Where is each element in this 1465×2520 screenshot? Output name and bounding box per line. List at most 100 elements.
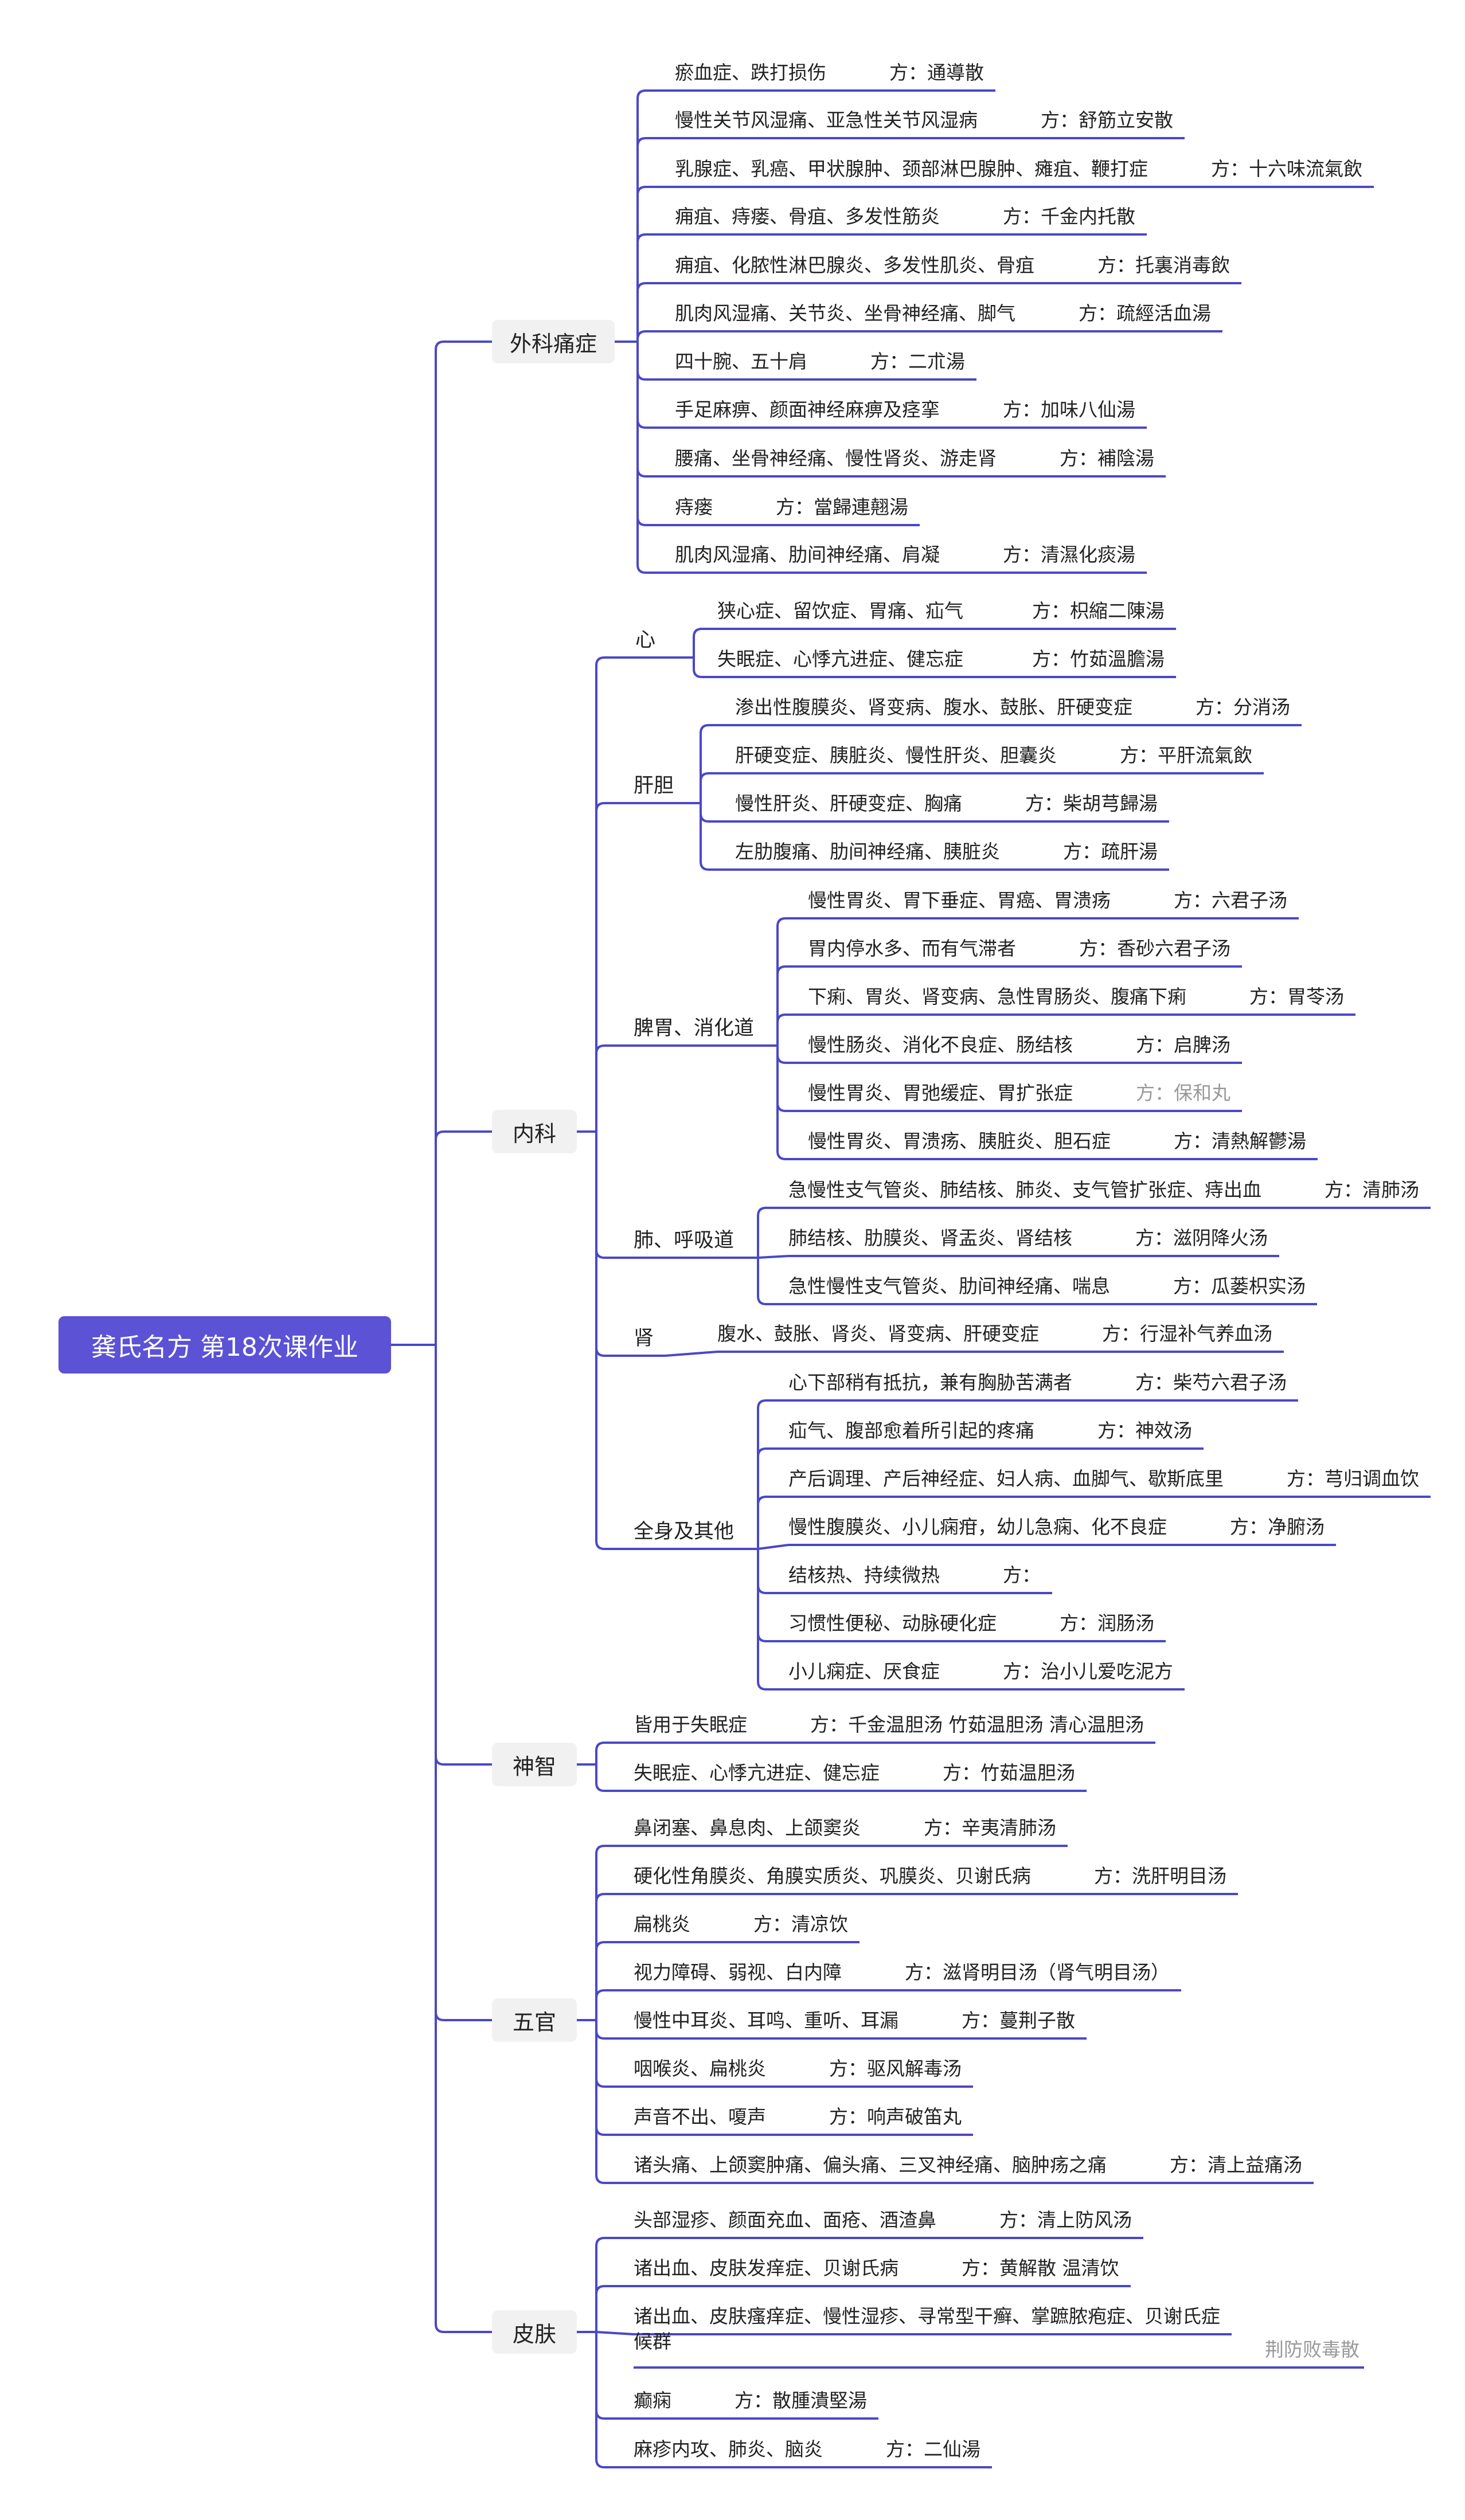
sub-kidney-direct <box>665 1351 718 1357</box>
leaf-heart-1[interactable]: 狭心症、留饮症、胃痛、疝气 方：枳縮二陳湯 <box>717 598 1165 624</box>
leaf-formula: 方：舒筋立安散 <box>1041 109 1173 131</box>
leaf-formula: 方：六君子汤 <box>1174 889 1287 911</box>
leaf-condition: 肌肉风湿痛、肋间神经痛、肩凝 <box>675 543 940 566</box>
leaf-condition: 结核热、持续微热 <box>788 1564 940 1586</box>
leaf-surgical-8[interactable]: 手足麻痹、颜面神经麻痹及痉挛方：加味八仙湯 <box>675 397 1135 423</box>
category-internal[interactable]: 内科 <box>492 1110 577 1153</box>
leaf-surgical-10[interactable]: 痔瘘方：當歸連翹湯 <box>675 494 908 521</box>
sub-kidney[interactable]: 肾 <box>634 1327 654 1350</box>
leaf-general-6[interactable]: 习惯性便秘、动脉硬化症方：润肠汤 <box>788 1610 1154 1637</box>
leaf-condition: 狭心症、留饮症、胃痛、疝气 <box>717 600 963 622</box>
root-link-0 <box>435 341 492 1345</box>
leaf-senses-7[interactable]: 声音不出、嗄声方：响声破笛丸 <box>634 2104 962 2130</box>
leaf-formula: 方：竹茹温胆汤 <box>943 1762 1075 1784</box>
leaf-lung-2[interactable]: 肺结核、肋膜炎、肾盂炎、肾结核方：滋阴降火汤 <box>788 1225 1268 1251</box>
leaf-skin-4[interactable]: 癫痫方：散腫潰堅湯 <box>634 2388 867 2414</box>
leaf-general-4[interactable]: 慢性腹膜炎、小儿痫疳，幼儿急痫、化不良症方：净腑汤 <box>788 1514 1325 1540</box>
leaf-senses-4[interactable]: 视力障碍、弱视、白内障方：滋肾明目汤（肾气明目汤） <box>634 1959 1170 1986</box>
sub-spleen-stomach[interactable]: 脾胃、消化道 <box>634 1017 755 1040</box>
leaf-formula: 方：托裏消毒飲 <box>1097 254 1230 276</box>
leaf-liver-2[interactable]: 肝硬变症、胰脏炎、慢性肝炎、胆囊炎方：平肝流氣飲 <box>735 742 1252 769</box>
leaf-skin-3[interactable]: 诸出血、皮肤瘙痒症、慢性湿疹、寻常型干癣、掌蹠脓疱症、贝谢氏症 <box>634 2303 1220 2330</box>
leaf-skin-1[interactable]: 头部湿疹、颜面充血、面疮、酒渣鼻方：清上防风汤 <box>634 2207 1132 2233</box>
leaf-formula: 方：竹茹溫膽湯 <box>1032 648 1165 670</box>
leaf-formula: 方：加味八仙湯 <box>1003 398 1135 421</box>
leaf-condition: 诸头痛、上颌窦肿痛、偏头痛、三叉神经痛、脑肿疡之痛 <box>634 2154 1107 2176</box>
leaf-surgical-11[interactable]: 肌肉风湿痛、肋间神经痛、肩凝 方：清濕化痰湯 <box>675 542 1135 568</box>
surgical-link-3 <box>636 233 675 342</box>
internal-link-2 <box>595 1044 634 1132</box>
leaf-kidney-1[interactable]: 腹水、鼓胀、肾炎、肾变病、肝硬变症方：行湿补气养血汤 <box>717 1321 1272 1347</box>
leaf-surgical-7[interactable]: 四十腕、五十肩方：二朮湯 <box>675 349 965 375</box>
sub-spleen-stomach-link-5 <box>776 1046 808 1160</box>
leaf-stomach-4[interactable]: 慢性肠炎、消化不良症、肠结核方：启脾汤 <box>808 1032 1230 1058</box>
sub-general-link-2 <box>757 1496 788 1549</box>
sub-heart[interactable]: 心 <box>635 629 656 652</box>
leaf-surgical-1[interactable]: 瘀血症、跌打损伤方：通導散 <box>675 60 984 86</box>
leaf-surgical-6[interactable]: 肌肉风湿痛、关节炎、坐骨神经痛、脚气方：疏經活血湯 <box>675 300 1211 327</box>
category-mind[interactable]: 神智 <box>492 1743 577 1786</box>
leaf-lung-3[interactable]: 急性慢性支气管炎、肋间神经痛、喘息方：瓜蒌枳实汤 <box>788 1273 1306 1300</box>
leaf-lung-1[interactable]: 急慢性支气管炎、肺结核、肺炎、支气管扩张症、痔出血方：清肺汤 <box>788 1177 1419 1203</box>
leaf-surgical-2[interactable]: 慢性关节风湿痛、亚急性关节风湿病方：舒筋立安散 <box>675 107 1173 134</box>
category-skin[interactable]: 皮肤 <box>492 2310 577 2354</box>
leaf-stomach-1[interactable]: 慢性胃炎、胃下垂症、胃癌、胃溃疡方：六君子汤 <box>808 887 1287 914</box>
sub-lung[interactable]: 肺、呼吸道 <box>634 1229 735 1252</box>
leaf-general-7[interactable]: 小儿痫症、厌食症方：治小儿爱吃泥方 <box>788 1658 1173 1685</box>
leaf-general-3[interactable]: 产后调理、产后神经症、妇人病、血脚气、歇斯底里方：芎归调血饮 <box>788 1466 1419 1492</box>
leaf-mind-1[interactable]: 皆用于失眠症方：千金温胆汤 竹茹温胆汤 清心温胆汤 <box>634 1712 1144 1738</box>
leaf-general-5[interactable]: 结核热、持续微热方： <box>788 1562 1041 1588</box>
internal-link-5 <box>595 1132 634 1550</box>
leaf-surgical-4[interactable]: 痈疽、痔瘘、骨疽、多发性筋炎方：千金内托散 <box>675 204 1135 230</box>
leaf-condition: 声音不出、嗄声 <box>634 2106 766 2128</box>
leaf-stomach-3[interactable]: 下痢、胃炎、肾变病、急性胃肠炎、腹痛下痢方：胃苓汤 <box>808 984 1344 1010</box>
category-mind-link-0 <box>595 1742 634 1764</box>
leaf-skin-3-formula[interactable]: 荆防败毒散 <box>1265 2338 1359 2361</box>
category-surgical-pain[interactable]: 外科痛症 <box>492 320 615 363</box>
leaf-mind-2[interactable]: 失眠症、心悸亢进症、健忘症方：竹茹温胆汤 <box>634 1760 1075 1786</box>
leaf-condition: 慢性胃炎、胃弛缓症、胃扩张症 <box>808 1082 1073 1104</box>
leaf-formula: 方：黄解散 温清饮 <box>962 2257 1119 2279</box>
leaf-condition: 皆用于失眠症 <box>634 1713 747 1736</box>
sub-general[interactable]: 全身及其他 <box>634 1520 735 1543</box>
leaf-skin-5[interactable]: 麻疹内攻、肺炎、脑炎方：二仙湯 <box>634 2436 980 2463</box>
leaf-senses-6[interactable]: 咽喉炎、扁桃炎方：驱风解毒汤 <box>634 2056 962 2082</box>
leaf-senses-3[interactable]: 扁桃炎方：清凉饮 <box>634 1911 848 1938</box>
leaf-liver-3[interactable]: 慢性肝炎、肝硬变症、胸痛方：柴胡芎歸湯 <box>735 791 1158 817</box>
leaf-liver-4[interactable]: 左肋腹痛、肋间神经痛、胰脏炎 方：疏肝湯 <box>735 839 1158 865</box>
leaf-stomach-2[interactable]: 胃内停水多、而有气滞者方：香砂六君子汤 <box>808 936 1230 962</box>
root-node[interactable]: 龚氏名方 第18次课作业 <box>58 1316 391 1374</box>
leaf-general-2[interactable]: 疝气、腹部愈着所引起的疼痛方：神效汤 <box>788 1418 1192 1444</box>
leaf-senses-2[interactable]: 硬化性角膜炎、角膜实质炎、巩膜炎、贝谢氏病方：洗肝明目汤 <box>634 1863 1226 1889</box>
leaf-formula: 方：清肺汤 <box>1325 1179 1419 1201</box>
leaf-heart-2[interactable]: 失眠症、心悸亢进症、健忘症方：竹茹溫膽湯 <box>717 646 1165 672</box>
leaf-condition: 左肋腹痛、肋间神经痛、胰脏炎 <box>735 840 1000 863</box>
leaf-formula: 方：疏肝湯 <box>1063 840 1158 863</box>
leaf-stomach-5[interactable]: 慢性胃炎、胃弛缓症、胃扩张症方：保和丸 <box>808 1080 1230 1106</box>
leaf-formula: 方：清熱解鬱湯 <box>1174 1130 1306 1152</box>
category-five-senses[interactable]: 五官 <box>492 1998 577 2042</box>
leaf-formula: 方：枳縮二陳湯 <box>1032 600 1165 622</box>
leaf-stomach-6[interactable]: 慢性胃炎、胃溃疡、胰脏炎、胆石症方：清熱解鬱湯 <box>808 1128 1306 1155</box>
sub-general-link-1 <box>757 1447 788 1549</box>
leaf-formula: 方：行湿补气养血汤 <box>1102 1322 1272 1345</box>
sub-liver-gall[interactable]: 肝胆 <box>634 774 674 797</box>
leaf-condition: 慢性肠炎、消化不良症、肠结核 <box>808 1034 1073 1056</box>
internal-link-1 <box>595 802 634 1132</box>
leaf-general-1[interactable]: 心下部稍有抵抗，兼有胸胁苦满者方：柴芍六君子汤 <box>788 1369 1287 1396</box>
leaf-senses-1[interactable]: 鼻闭塞、鼻息肉、上颌窦炎方：辛夷清肺汤 <box>634 1815 1056 1841</box>
leaf-senses-8[interactable]: 诸头痛、上颌窦肿痛、偏头痛、三叉神经痛、脑肿疡之痛方：清上益痛汤 <box>634 2152 1302 2178</box>
leaf-senses-5[interactable]: 慢性中耳炎、耳鸣、重听、耳漏方：蔓荆子散 <box>634 2008 1075 2034</box>
leaf-surgical-9[interactable]: 腰痛、坐骨神经痛、慢性肾炎、游走肾方：補陰湯 <box>675 445 1154 472</box>
leaf-condition: 慢性中耳炎、耳鸣、重听、耳漏 <box>634 2009 898 2032</box>
leaf-formula: 方：清濕化痰湯 <box>1003 543 1135 566</box>
leaf-condition: 痈疽、化脓性淋巴腺炎、多发性肌炎、骨疽 <box>675 254 1034 276</box>
leaf-surgical-3[interactable]: 乳腺症、乳癌、甲状腺肿、颈部淋巴腺肿、瘫疽、鞭打症方：十六味流氣飲 <box>675 156 1362 182</box>
leaf-liver-1[interactable]: 渗出性腹膜炎、肾变病、腹水、鼓胀、肝硬变症方：分消汤 <box>735 694 1290 721</box>
leaf-condition: 腰痛、坐骨神经痛、慢性肾炎、游走肾 <box>675 447 997 469</box>
leaf-skin-2[interactable]: 诸出血、皮肤发痒症、贝谢氏病方：黄解散 温清饮 <box>634 2255 1119 2282</box>
leaf-surgical-5[interactable]: 痈疽、化脓性淋巴腺炎、多发性肌炎、骨疽 方：托裏消毒飲 <box>675 252 1230 279</box>
sub-spleen-stomach-link-0 <box>776 917 808 1046</box>
leaf-condition: 咽喉炎、扁桃炎 <box>634 2057 766 2080</box>
